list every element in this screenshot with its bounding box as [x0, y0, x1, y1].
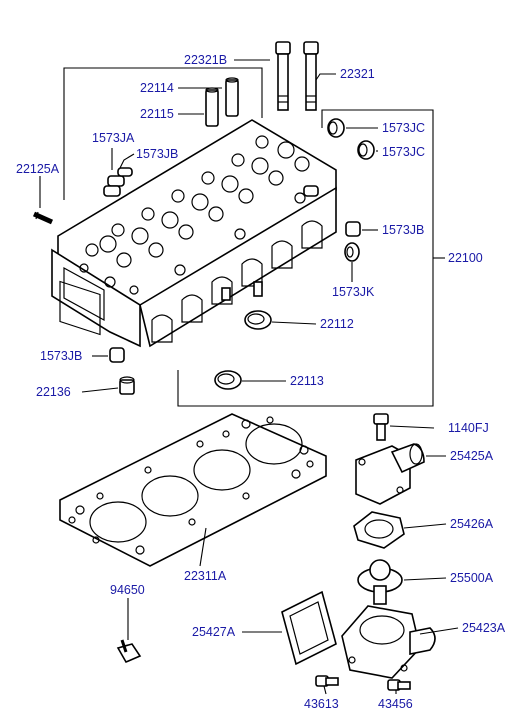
label-1573jc-2: 1573JC [382, 145, 425, 159]
sleeve-22115 [205, 87, 219, 127]
label-1573jc-1: 1573JC [382, 121, 425, 135]
label-22321: 22321 [340, 67, 375, 81]
label-25426a: 25426A [450, 517, 494, 531]
label-22115: 22115 [140, 107, 174, 121]
label-22125a: 22125A [16, 162, 60, 176]
head-bolt-22321b [275, 41, 291, 111]
plug-1573jb-left [109, 347, 125, 363]
plug-22113 [214, 370, 242, 390]
label-1573jb-top: 1573JB [136, 147, 178, 161]
water-outlet-25425a [355, 443, 425, 505]
cylinder-head [51, 119, 337, 348]
label-22112: 22112 [320, 317, 354, 331]
label-25425a: 25425A [450, 449, 494, 463]
head-gasket [59, 413, 327, 567]
label-1573jb-right: 1573JB [382, 223, 424, 237]
sleeve-22114 [225, 77, 239, 117]
sensor-94650 [116, 639, 142, 664]
label-22311a: 22311A [184, 569, 227, 583]
stud-22125a [32, 211, 54, 225]
label-1573jk: 1573JK [332, 285, 375, 299]
label-1140fj: 1140FJ [448, 421, 489, 435]
label-22100: 22100 [448, 251, 483, 265]
assembly-bracket [63, 67, 445, 407]
plug-22112 [244, 310, 272, 330]
leader-lines [39, 59, 459, 695]
gasket-25426a [353, 511, 405, 549]
label-22136: 22136 [36, 385, 71, 399]
plug-1573jc-upper [327, 118, 345, 138]
label-43613: 43613 [304, 697, 339, 711]
label-22114: 22114 [140, 81, 174, 95]
head-bolt-22321 [303, 41, 319, 111]
bolt-1140fj [373, 413, 389, 441]
plug-1573jb-right [345, 221, 361, 237]
label-1573jb-left: 1573JB [40, 349, 82, 363]
gasket-25427a [281, 590, 337, 666]
bolt-43613 [315, 675, 339, 687]
plug-1573jk [344, 242, 360, 262]
label-25500a: 25500A [450, 571, 494, 585]
housing-25423a [341, 605, 436, 679]
label-22113: 22113 [290, 374, 324, 388]
label-25423a: 25423A [462, 621, 506, 635]
plug-1573jc-lower [357, 140, 375, 160]
label-22321b: 22321B [184, 53, 227, 67]
label-94650: 94650 [110, 583, 145, 597]
part-labels: 22321B 22321 22114 22115 1573JA 1573JB 2… [16, 53, 506, 711]
label-25427a: 25427A [192, 625, 236, 639]
bolt-43456 [387, 679, 411, 691]
label-1573ja: 1573JA [92, 131, 135, 145]
label-43456: 43456 [378, 697, 413, 711]
dowel-22136 [119, 376, 135, 395]
thermostat-25500a [357, 559, 403, 605]
